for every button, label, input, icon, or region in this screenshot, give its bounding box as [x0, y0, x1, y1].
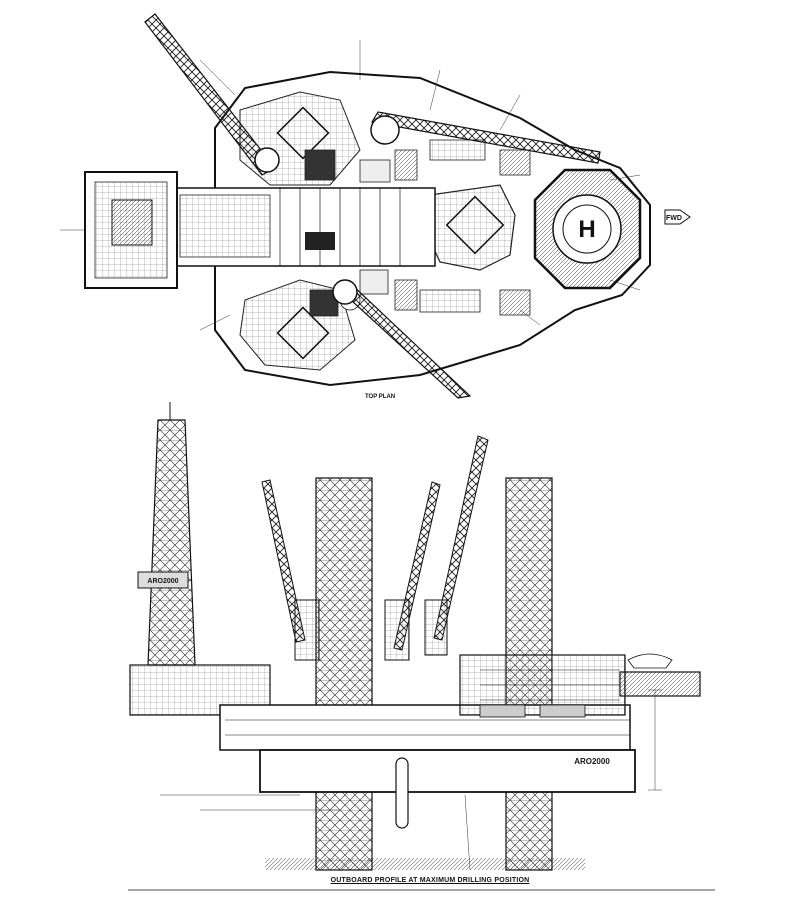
leg-well-south — [276, 306, 330, 360]
derrick-footprint — [111, 199, 153, 246]
cantilever-pipe-deck — [179, 194, 271, 258]
profile-title: OUTBOARD PROFILE AT MAXIMUM DRILLING POS… — [330, 877, 530, 884]
crane-house-mid — [384, 599, 410, 661]
helicopter-icon — [627, 653, 673, 669]
crane-pedestal-aft — [254, 147, 280, 173]
hull-profile — [259, 749, 636, 793]
helideck-profile — [619, 671, 701, 697]
lifeboat-2 — [539, 704, 586, 718]
derrick-tower — [147, 419, 196, 666]
fwd-label: FWD — [666, 215, 682, 222]
drill-floor-block — [305, 232, 335, 250]
helideck-inner-circle — [562, 204, 612, 254]
leg-well-center — [445, 195, 505, 255]
cantilever-frames — [279, 188, 401, 266]
lifeboat-1 — [479, 704, 526, 718]
leg-aft — [315, 477, 373, 871]
leg-well-north — [276, 106, 330, 160]
top-plan-title: TOP PLAN — [365, 394, 395, 400]
crane-pedestal-stbd — [332, 279, 358, 305]
crane-pedestal-fwd — [370, 115, 400, 145]
crane-boom-fwd — [371, 111, 601, 164]
fwd-arrow: FWD — [664, 209, 691, 225]
dimension-lines — [160, 689, 662, 871]
helideck-mark: H — [578, 216, 595, 243]
derrick-nameplate — [137, 571, 189, 589]
hull-name: ARO2000 — [574, 757, 610, 766]
crane-house-left — [294, 599, 320, 661]
deck-equipment — [304, 117, 531, 317]
deck-module-nw — [239, 91, 361, 186]
deck-details-profile — [225, 669, 630, 736]
top-plan: H FWD — [60, 13, 691, 399]
crane-house-right — [424, 599, 448, 656]
plan-leader-lines — [60, 40, 641, 331]
derrick-name: ARO2000 — [147, 578, 178, 585]
outboard-profile: ARO2000 ARO2000 — [128, 402, 715, 891]
moonpool-conductor — [395, 757, 409, 829]
